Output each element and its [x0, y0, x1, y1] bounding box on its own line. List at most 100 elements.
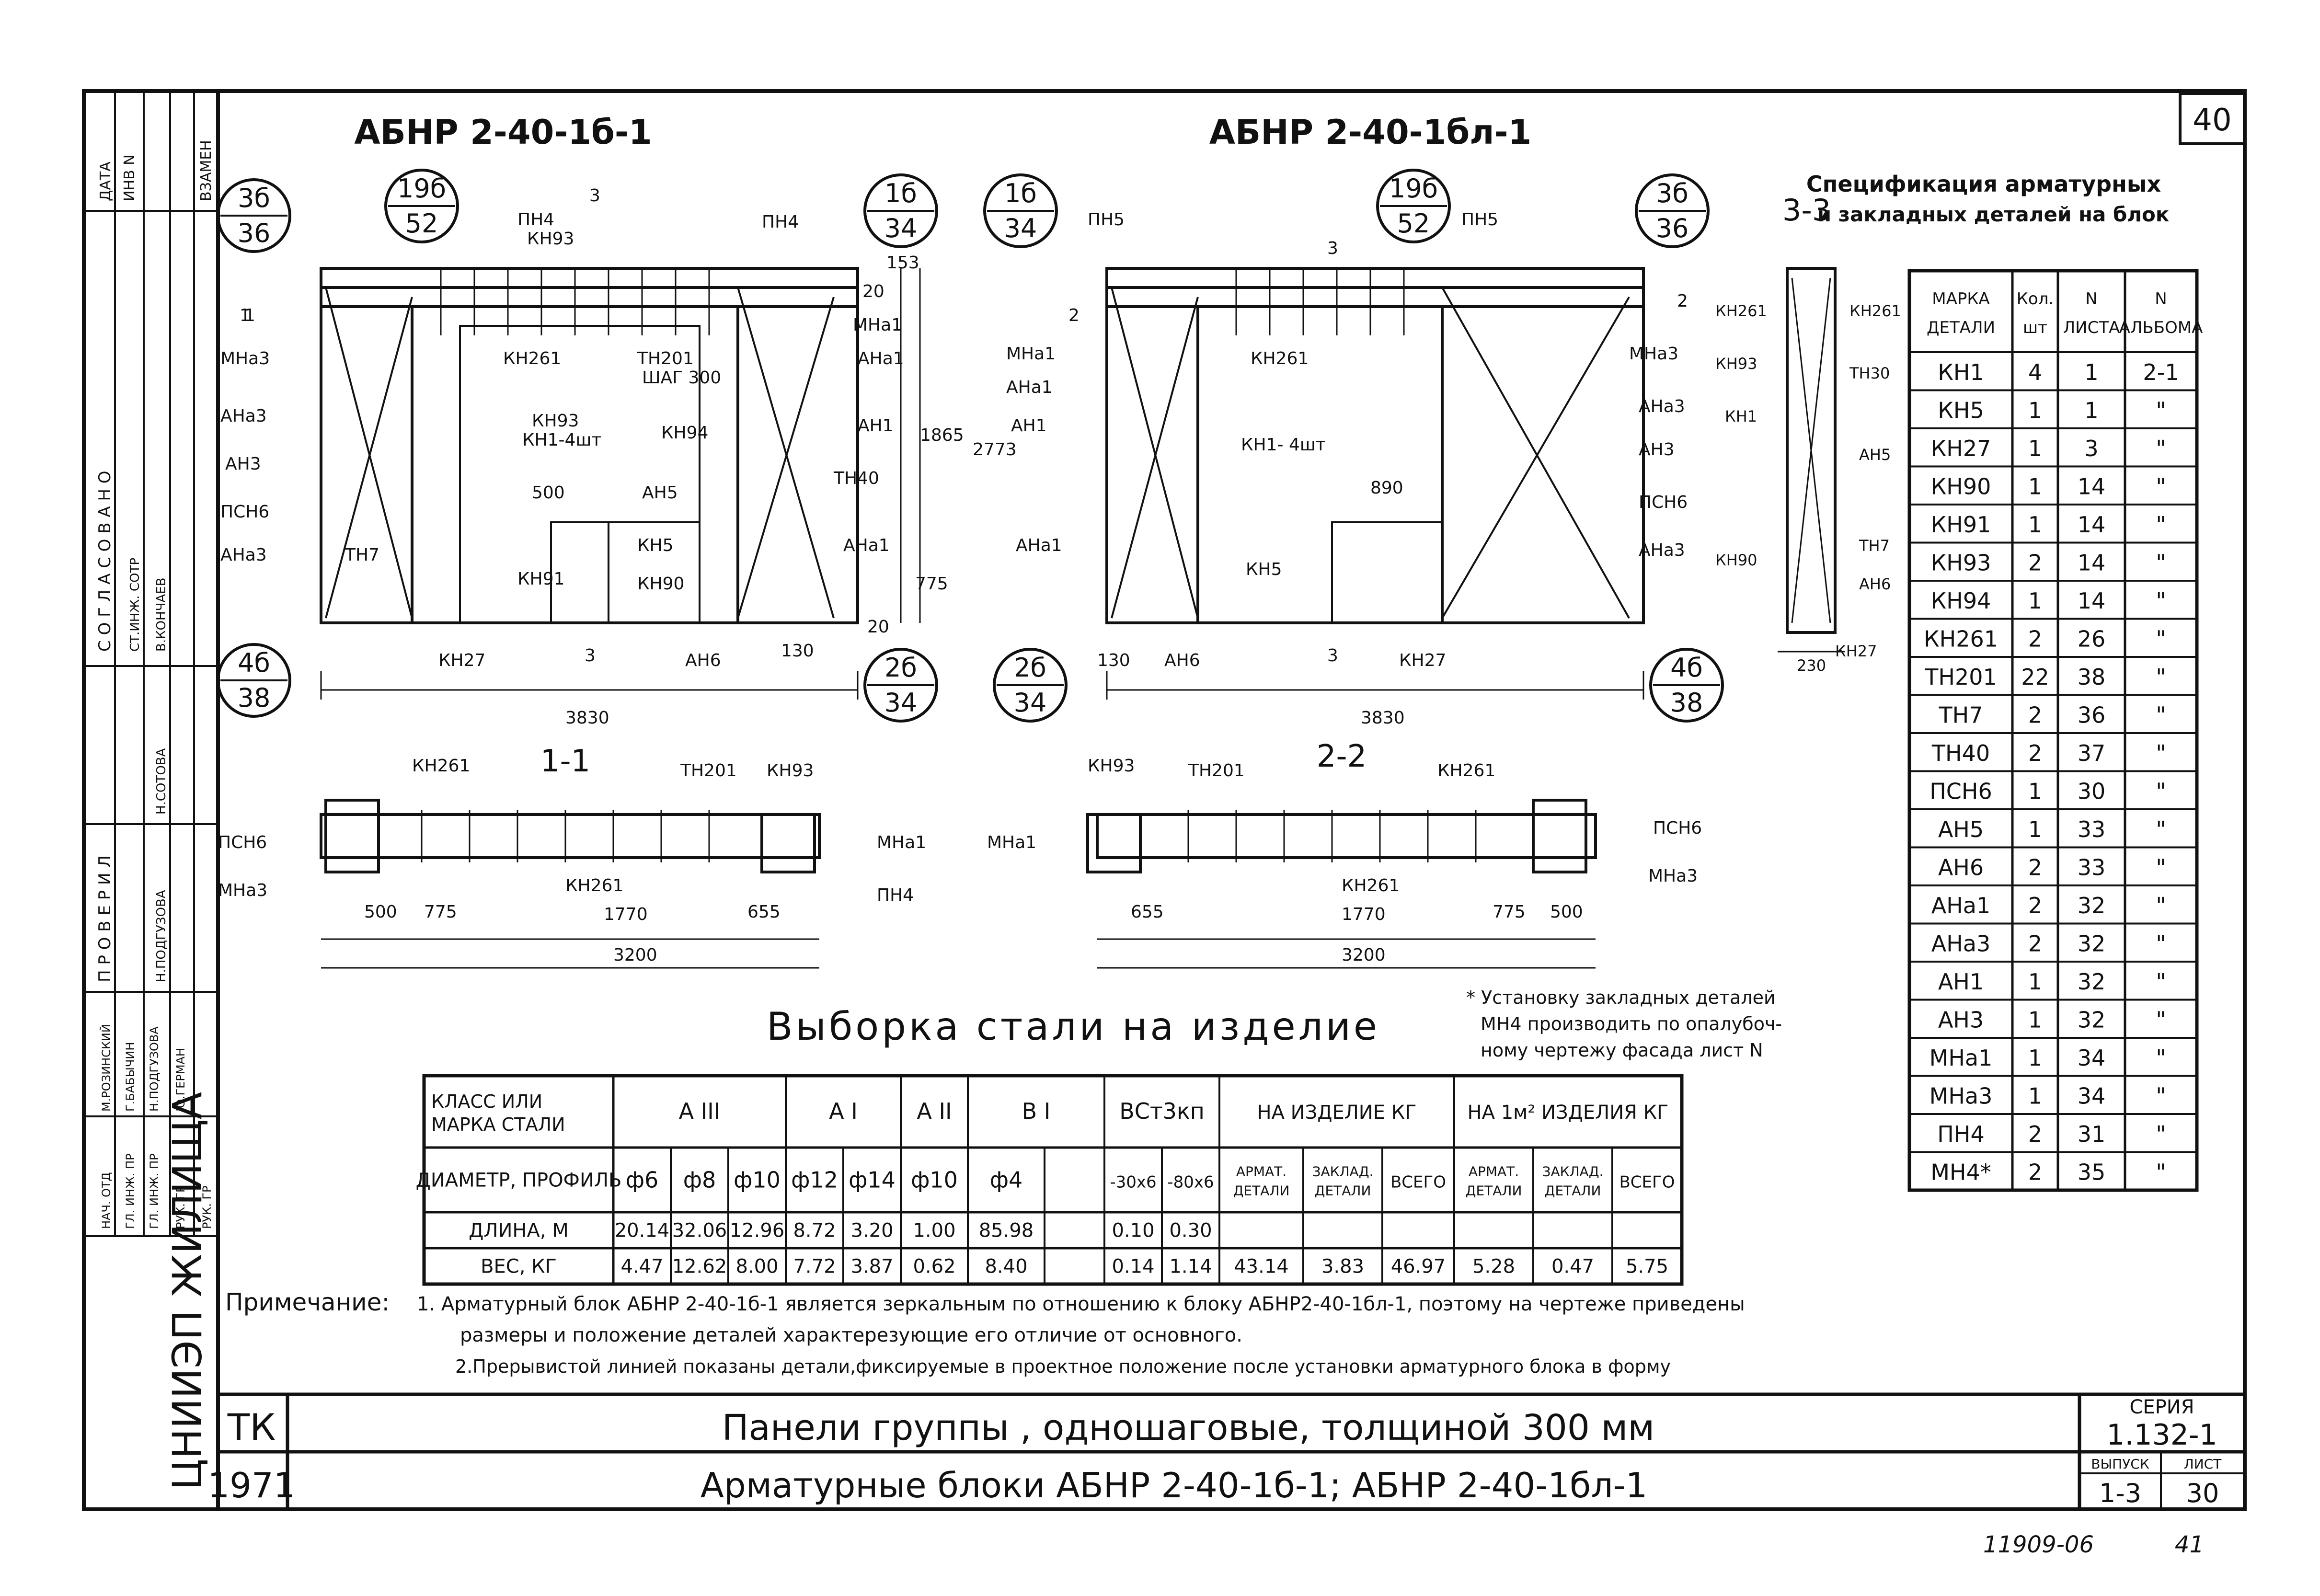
drawing-label: АНа1	[843, 536, 890, 555]
steel-length: 0.30	[1169, 1220, 1212, 1242]
spec-cell: МНа1	[1930, 1045, 1993, 1071]
spec-cell: 1	[2084, 359, 2098, 385]
callout-circle: 2б 34	[993, 648, 1068, 723]
spec-cell: 14	[2078, 588, 2106, 614]
person-3: Н.ПОДГУЗОВА	[148, 1026, 161, 1112]
spec-cell: КН91	[1931, 512, 1991, 538]
drawing-label: 3200	[1342, 945, 1386, 965]
callout-circle: 19б 52	[1376, 169, 1451, 243]
steel-length: 20.14	[615, 1220, 670, 1242]
steel-footnote-2: МН4 производить по опалубоч-	[1481, 1013, 1782, 1034]
drawing-label: 500	[1550, 902, 1583, 922]
steel-weight: 0.62	[913, 1256, 955, 1278]
drawing-label: АН6	[1859, 575, 1891, 593]
drawing-label: ТН7	[345, 545, 379, 565]
stamp-date: ДАТА	[97, 161, 114, 201]
spec-cell: 1	[2028, 1007, 2042, 1033]
spec-cell: 1	[2028, 816, 2042, 842]
callout-circle: 2б 34	[863, 648, 938, 723]
steel-profile: АРМАТ.	[1469, 1164, 1519, 1180]
steel-weight: 3.83	[1321, 1256, 1364, 1278]
drawing-label: 1	[240, 306, 251, 325]
steel-length: 32.06	[672, 1220, 727, 1242]
drawing-label: ТН201	[637, 349, 694, 368]
spec-cell: 2	[2028, 702, 2042, 728]
role-4: РУК. ГР	[174, 1185, 187, 1229]
steel-row-label: МАРКА СТАЛИ	[431, 1114, 565, 1135]
spec-cell: 1	[2028, 779, 2042, 804]
left-callouts: 3б 36 19б 52 1б 34 4б 38 2б 34	[217, 169, 938, 723]
steel-length: 85.98	[979, 1220, 1034, 1242]
spec-cell: 2	[2028, 1121, 2042, 1147]
steel-profile: ВСЕГО	[1390, 1173, 1446, 1192]
svg-text:19б: 19б	[1389, 173, 1438, 204]
sheet-number-box	[2179, 92, 2246, 145]
check-person-1: Н.СОТОВА	[154, 748, 169, 815]
spec-cell: "	[2156, 855, 2166, 881]
spec-cell: 1	[2028, 1045, 2042, 1071]
notes-lead: Примечание:	[225, 1288, 390, 1316]
drawing-label: 1	[244, 306, 255, 325]
person-4: Ю.ГЕРМАН	[174, 1048, 187, 1112]
steel-weight: 8.40	[985, 1256, 1027, 1278]
left-elevation	[320, 267, 921, 700]
steel-weight: 1.14	[1169, 1256, 1212, 1278]
title-block	[218, 1392, 2245, 1509]
steel-profile: ЗАКЛАД.	[1312, 1164, 1374, 1180]
title-line-2: Арматурные блоки АБНР 2-40-1б-1; АБНР 2-…	[701, 1465, 1648, 1505]
spec-cell: ПН4	[1937, 1121, 1984, 1147]
role-3: ГЛ. ИНЖ. ПР	[148, 1153, 161, 1229]
spec-cell: 2	[2028, 1160, 2042, 1185]
drawing-label: 3	[1327, 239, 1338, 258]
drawing-label: АНа1	[1006, 378, 1053, 397]
spec-cell: ТН40	[1931, 740, 1990, 766]
drawing-label: ПН5	[1461, 210, 1498, 230]
svg-text:2б: 2б	[884, 653, 917, 683]
title-code: ТК	[227, 1406, 276, 1448]
spec-cell: "	[2156, 626, 2166, 652]
spec-cell: 1	[2028, 969, 2042, 995]
svg-text:3б: 3б	[238, 183, 270, 213]
svg-text:2б: 2б	[1014, 653, 1046, 683]
spec-cell: 34	[2078, 1045, 2106, 1071]
steel-row-label: КЛАСС ИЛИ	[431, 1091, 542, 1112]
drawing-label: КН1- 4шт	[1241, 435, 1326, 455]
approval-person-2: В.КОНЧАЕВ	[154, 578, 169, 652]
steel-profile: ф4	[990, 1167, 1023, 1193]
bottom-page: 41	[2175, 1531, 2204, 1558]
spec-cell: 22	[2021, 664, 2049, 690]
steel-profile: ВСЕГО	[1619, 1173, 1675, 1192]
drawing-label: МНа3	[218, 881, 267, 900]
section-3-3	[1778, 267, 1845, 653]
section-2-2-title: 2-2	[1317, 739, 1367, 774]
spec-header: МАРКА	[1932, 289, 1990, 309]
callout-circle: 1б 34	[863, 173, 938, 248]
spec-cell: ПСН6	[1930, 779, 1992, 804]
issue-label: ВЫПУСК	[2091, 1456, 2149, 1472]
spec-cell: 1	[2028, 398, 2042, 424]
spec-cell: КН261	[1924, 626, 1998, 652]
drawing-label: МНа3	[1648, 866, 1698, 886]
drawing-label: КН90	[637, 574, 684, 594]
spec-cell: 36	[2078, 702, 2106, 728]
sheet-label: ЛИСТ	[2184, 1456, 2222, 1472]
steel-row-label: ДЛИНА, М	[469, 1220, 569, 1242]
drawing-label: МНа3	[220, 349, 270, 368]
drawing-label: 1770	[1342, 905, 1386, 924]
drawing-label: 3200	[613, 945, 657, 965]
spec-cell: 4	[2028, 359, 2042, 385]
spec-cell: 1	[2028, 1083, 2042, 1109]
svg-text:36: 36	[238, 218, 271, 248]
drawing-label: КН93	[767, 761, 814, 781]
steel-weight: 43.14	[1234, 1256, 1289, 1278]
steel-table-border	[422, 1074, 1684, 1286]
drawing-label: 655	[1131, 902, 1164, 922]
steel-weight: 3.87	[850, 1256, 893, 1278]
steel-profile: ф6	[626, 1167, 659, 1193]
steel-weight: 0.14	[1112, 1256, 1154, 1278]
steel-profile: ф10	[734, 1167, 781, 1193]
sections	[320, 799, 1597, 969]
drawing-label: 500	[532, 483, 565, 503]
steel-class: В I	[1022, 1098, 1051, 1124]
steel-class: А III	[679, 1098, 721, 1124]
